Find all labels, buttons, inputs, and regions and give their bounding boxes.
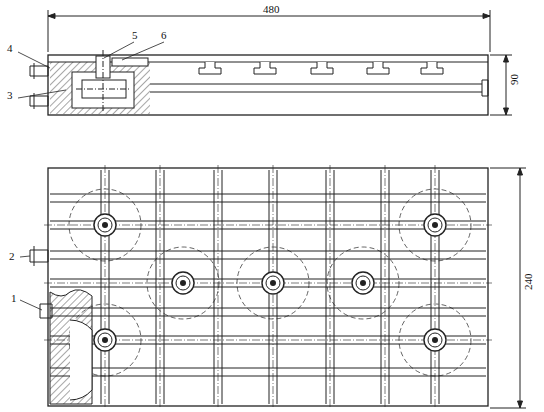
clamp-point xyxy=(98,218,112,232)
clamp-point xyxy=(360,280,366,286)
callout-number: 4 xyxy=(6,43,14,54)
clamp-point xyxy=(428,333,442,347)
clamp-point xyxy=(424,329,446,351)
clamp-point xyxy=(356,276,370,290)
broken-section xyxy=(50,290,92,404)
slot-edge xyxy=(50,316,486,317)
clamp-point xyxy=(270,280,276,286)
callout-number: 2 xyxy=(8,251,16,262)
clamp-range xyxy=(237,247,309,319)
slot-edge xyxy=(50,259,486,260)
plan-view xyxy=(48,168,488,406)
clamp-point xyxy=(424,214,446,236)
callout-number: 1 xyxy=(10,293,18,304)
dimension-text: 480 xyxy=(262,4,281,15)
clamp-range xyxy=(327,247,399,319)
clamp-point xyxy=(428,218,442,232)
clamp-point xyxy=(176,276,190,290)
callout-number: 3 xyxy=(6,90,14,101)
clamp-range xyxy=(147,247,219,319)
leader-line xyxy=(20,300,42,310)
clamp-point xyxy=(94,214,116,236)
fittings xyxy=(30,246,52,318)
slot-edge xyxy=(50,376,486,377)
dimension-240 xyxy=(490,168,526,408)
t-slot xyxy=(254,62,276,74)
t-slots xyxy=(199,62,443,74)
clamp-point xyxy=(94,329,116,351)
clamp-range xyxy=(399,189,471,261)
slot-edge xyxy=(50,202,486,203)
clamp-point xyxy=(432,337,438,343)
front-view xyxy=(30,50,488,115)
clamp-point xyxy=(352,272,374,294)
slot-grid xyxy=(44,165,492,408)
leader-line xyxy=(18,90,66,98)
callout-number: 6 xyxy=(160,30,168,41)
clamp-point xyxy=(180,280,186,286)
slot-edge xyxy=(50,308,486,309)
leader-line xyxy=(122,42,164,60)
t-slot xyxy=(199,62,221,74)
clamp-range xyxy=(399,304,471,376)
t-slot xyxy=(311,62,333,74)
slot-edge xyxy=(50,194,486,195)
clamp-point xyxy=(102,222,108,228)
clamp-point xyxy=(266,276,280,290)
leader-line xyxy=(104,42,134,58)
clamp-point xyxy=(172,272,194,294)
clamp-range xyxy=(69,189,141,261)
clamp-point xyxy=(102,337,108,343)
slot-edge xyxy=(50,368,486,369)
clamp-point xyxy=(98,333,112,347)
dimension-text: 240 xyxy=(523,273,534,292)
t-slot xyxy=(367,62,389,74)
leader-line xyxy=(18,52,50,68)
t-slot xyxy=(421,62,443,74)
leader-line xyxy=(20,256,30,257)
slot-edge xyxy=(50,251,486,252)
callout-number: 5 xyxy=(131,30,139,41)
dimension-480 xyxy=(48,10,490,52)
clamp-point xyxy=(262,272,284,294)
dimension-text: 90 xyxy=(509,73,520,86)
clamp-point xyxy=(432,222,438,228)
